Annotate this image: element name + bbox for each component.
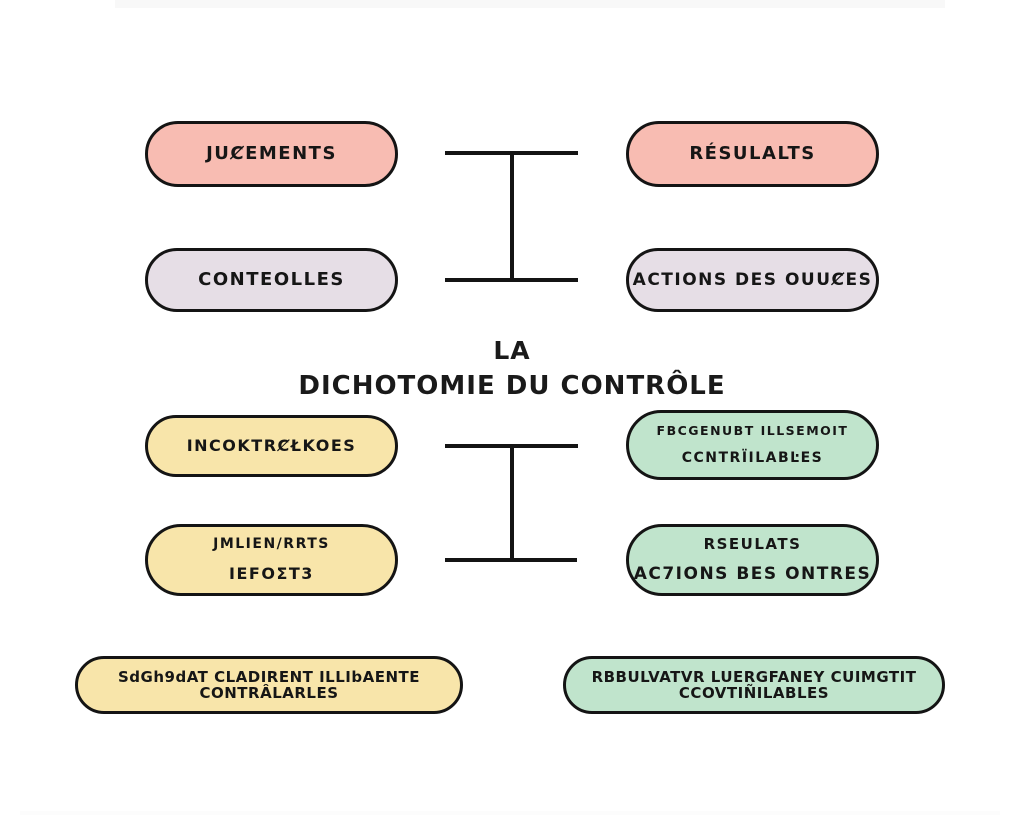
connector-upper-bottom-bar bbox=[445, 278, 578, 282]
node-bottom-right-summary: RBBULVATVR LUERGFANEY CUIMGTIT CCOVTIÑIL… bbox=[563, 656, 945, 714]
node-resultats-actions-line2: AC7IONS BES ONTRES bbox=[633, 564, 872, 585]
node-actions-des-autres-top: ACTIONS DES OUUȻES bbox=[626, 248, 879, 312]
node-controlables-line1: FBCGENUBT ILLSEMOIT bbox=[656, 422, 849, 438]
node-bottom-left-summary-label: SdGh9dAT CLADIRENT ILLIbAENTE CONTRÂLARL… bbox=[117, 667, 421, 702]
node-actions-des-autres-top-label: ACTIONS DES OUUȻES bbox=[632, 269, 873, 290]
node-incontrolables: INCOKTRȻŁKOES bbox=[145, 415, 398, 477]
connector-upper-vertical-line bbox=[510, 151, 514, 282]
node-controlles-label: CONTEOLLES bbox=[198, 269, 345, 291]
node-jugements-efforts: JMLIEN/RRTS IEFOΣT3 bbox=[145, 524, 398, 596]
node-bottom-right-summary-label: RBBULVATVR LUERGFANEY CUIMGTIT CCOVTIÑIL… bbox=[591, 667, 917, 702]
node-jugements-efforts-line2: IEFOΣT3 bbox=[229, 564, 314, 584]
node-judgements: JUȻEMENTS bbox=[145, 121, 398, 187]
diagram-title-line2: DICHOTOMIE DU CONTRÔLE bbox=[298, 371, 726, 401]
diagram-title: LA DICHOTOMIE DU CONTRÔLE bbox=[262, 336, 762, 401]
diagram-title-line1: LA bbox=[493, 336, 531, 365]
node-results: RÉSULALTS bbox=[626, 121, 879, 187]
node-resultats-actions: RSEULATS AC7IONS BES ONTRES bbox=[626, 524, 879, 596]
node-results-label: RÉSULALTS bbox=[689, 143, 816, 165]
node-jugements-efforts-line1: JMLIEN/RRTS bbox=[213, 536, 330, 552]
node-controlles: CONTEOLLES bbox=[145, 248, 398, 312]
connector-lower-bottom-bar bbox=[445, 558, 577, 562]
connector-lower-vertical-line bbox=[510, 444, 514, 562]
node-bottom-left-summary: SdGh9dAT CLADIRENT ILLIbAENTE CONTRÂLARL… bbox=[75, 656, 463, 714]
node-incontrolables-label: INCOKTRȻŁKOES bbox=[186, 436, 357, 456]
node-controlables-line2: CCNTRÏILABĿES bbox=[681, 449, 824, 466]
node-judgements-label: JUȻEMENTS bbox=[206, 143, 337, 165]
top-edge-band bbox=[115, 0, 945, 8]
node-resultats-actions-line1: RSEULATS bbox=[703, 534, 802, 553]
bottom-edge-band bbox=[20, 811, 1000, 815]
node-controlables: FBCGENUBT ILLSEMOIT CCNTRÏILABĿES bbox=[626, 410, 879, 480]
